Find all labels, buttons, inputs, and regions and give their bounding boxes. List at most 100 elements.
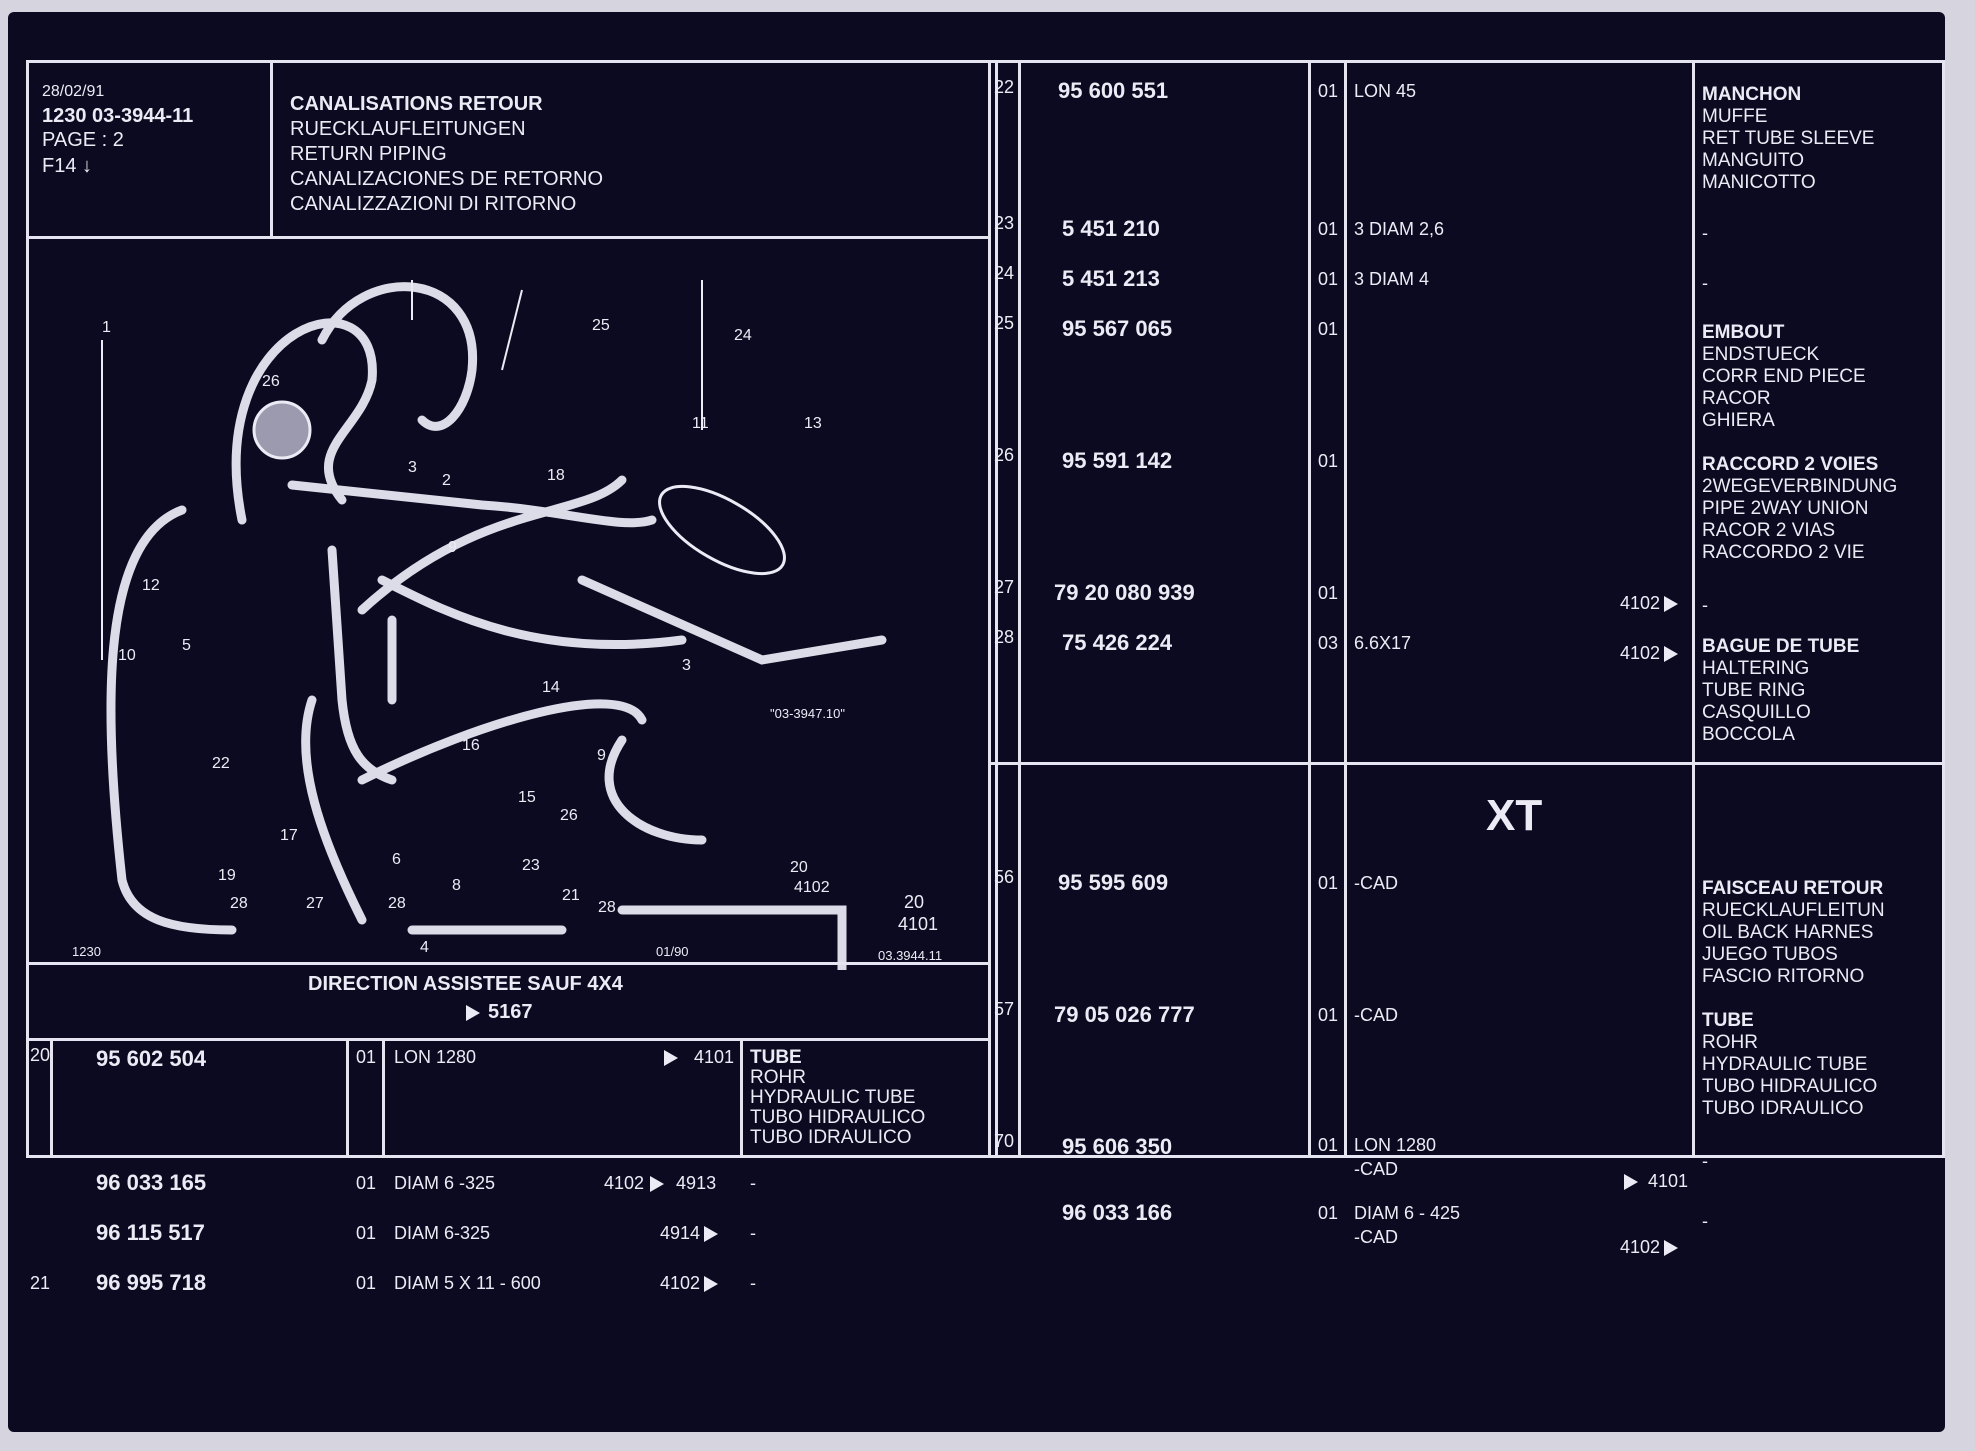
desc-it: GHIERA [1702, 410, 1775, 431]
item-number: 70 [994, 1131, 1015, 1151]
desc-en: CORR END PIECE [1702, 366, 1866, 387]
description: - [1702, 223, 1708, 243]
left-col-spec [740, 1040, 743, 1158]
spec-line-2: -CAD [1354, 1159, 1398, 1179]
title-fr: CANALISATIONS RETOUR [290, 93, 543, 115]
desc-it: BOCCOLA [1702, 724, 1795, 745]
item-number: 57 [994, 999, 1015, 1019]
desc-es: MANGUITO [1702, 150, 1805, 171]
doc-reference: 1230 03-3944-11 [42, 105, 194, 127]
part-number: 75 426 224 [1062, 630, 1173, 655]
ref-20-code: 4102 [794, 879, 830, 896]
description: - [1702, 1211, 1708, 1231]
callout-22: 22 [212, 755, 230, 772]
codes: 4102 [1620, 644, 1679, 663]
subassembly-callout [658, 484, 786, 576]
left-panel-frame [26, 60, 998, 1158]
microfiche-film: 28/02/91 1230 03-3944-11 PAGE : 2 F14 ↓ … [8, 12, 1945, 1432]
part-number: 5 451 210 [1062, 216, 1160, 241]
desc-it: FASCIO RITORNO [1702, 966, 1865, 987]
ref-20b: 20 [904, 892, 924, 912]
codes: 4102 [1620, 594, 1679, 613]
quantity: 01 [356, 1273, 377, 1293]
spec: 3 DIAM 4 [1354, 269, 1430, 289]
callout-18: 18 [547, 467, 565, 484]
desc-de: HALTERING [1702, 658, 1810, 679]
description: TUBE ROHR HYDRAULIC TUBE TUBO HIDRAULICO… [1702, 1010, 1877, 1120]
part-number: 95 567 065 [1062, 316, 1173, 341]
quantity: 01 [1318, 1203, 1339, 1223]
callout-9b: 9 [597, 747, 606, 764]
xt-section-line [988, 762, 1945, 765]
callout-9a: 9 [448, 539, 457, 556]
description: TUBE ROHR HYDRAULIC TUBE TUBO HIDRAULICO… [750, 1048, 925, 1148]
description: BAGUE DE TUBE HALTERING TUBE RING CASQUI… [1702, 636, 1859, 746]
callout-4: 4 [420, 939, 429, 956]
callout-26a: 26 [262, 373, 280, 390]
pipe-loop-top [231, 318, 377, 525]
pipe-1 [106, 505, 237, 935]
desc-en: RET TUBE SLEEVE [1702, 128, 1875, 149]
callout-7a: 7 [698, 280, 707, 282]
desc-en: HYDRAULIC TUBE [750, 1087, 916, 1108]
callout-10: 10 [118, 647, 136, 664]
code-value: 4101 [1648, 1171, 1689, 1191]
play-arrow-icon [704, 1226, 719, 1243]
down-arrow-icon: ↓ [82, 155, 93, 177]
description: MANCHON MUFFE RET TUBE SLEEVE MANGUITO M… [1702, 84, 1874, 194]
xt-label: XT [1486, 791, 1543, 840]
spec: DIAM 6-325 [394, 1223, 491, 1243]
desc-it: MANICOTTO [1702, 172, 1816, 193]
description: - [750, 1273, 756, 1293]
pipe-14 [357, 475, 627, 615]
quantity: 01 [1318, 319, 1339, 339]
description: - [750, 1223, 756, 1243]
item-number: 26 [994, 445, 1015, 465]
codes: 4914 [660, 1224, 719, 1243]
callout-5: 5 [182, 637, 191, 654]
figure-label: F14 [42, 155, 77, 177]
quantity: 01 [1318, 1135, 1339, 1155]
quantity: 01 [356, 1047, 377, 1067]
pipe-2 [327, 545, 397, 785]
callout-1: 1 [102, 319, 111, 336]
left-table-top [26, 1038, 990, 1041]
description: - [1702, 595, 1708, 615]
quantity: 01 [356, 1173, 377, 1193]
callout-12: 12 [142, 577, 160, 594]
spec: LON 45 [1354, 81, 1417, 101]
callout-8b: 8 [452, 877, 461, 894]
section-title: DIRECTION ASSISTEE SAUF 4X4 [308, 973, 623, 995]
code-value: 4102 [604, 1173, 645, 1193]
quantity: 01 [1318, 583, 1339, 603]
pipe-26 [604, 735, 707, 845]
part-number: 95 602 504 [96, 1046, 207, 1071]
spec-line-2: -CAD [1354, 1227, 1398, 1247]
item-number: 28 [994, 627, 1015, 647]
code-value-2: 4913 [676, 1173, 717, 1193]
callout-13: 13 [804, 415, 822, 432]
callout-17: 17 [280, 827, 298, 844]
piping-diagram-svg: 1 2 3 3 4 5 6 7 7 8 8 9 9 10 11 12 13 14… [72, 262, 942, 985]
spec: DIAM 6 -325 [394, 1173, 496, 1193]
doc-figure: F14 ↓ [42, 156, 92, 176]
pipe-18 [287, 480, 657, 528]
callout-26b: 26 [560, 807, 578, 824]
right-col-item [1018, 62, 1021, 1156]
desc-fr: TUBE [750, 1047, 802, 1068]
codes: 4102 [1620, 1238, 1679, 1257]
part-number: 96 115 517 [96, 1220, 205, 1245]
desc-fr: RACCORD 2 VOIES [1702, 454, 1879, 475]
play-arrow-icon [704, 1276, 719, 1293]
codes: 4102 [660, 1274, 719, 1293]
description: - [750, 1173, 756, 1193]
desc-es: JUEGO TUBOS [1702, 944, 1838, 965]
description: - [1702, 273, 1708, 293]
pipe-20 [617, 905, 847, 985]
desc-de: ROHR [750, 1067, 806, 1088]
callout-16: 16 [462, 737, 480, 754]
exploded-diagram: 1 2 3 3 4 5 6 7 7 8 8 9 9 10 11 12 13 14… [62, 262, 990, 985]
left-col-part [346, 1040, 349, 1158]
pipe-17 [301, 695, 367, 925]
desc-fr: TUBE [1702, 1010, 1754, 1031]
